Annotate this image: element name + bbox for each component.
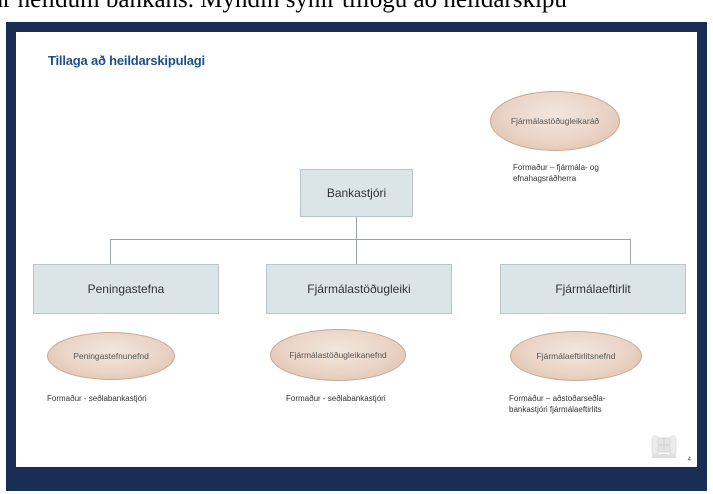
connector-horizontal xyxy=(110,239,630,240)
connector-middle-down xyxy=(356,239,357,264)
committee-note-financial-supervision: Formaður – aðstoðarseðla- bankastjóri fj… xyxy=(509,393,606,415)
advisory-council-note: Formaður – fjármála- og efnahagsráðherra xyxy=(513,162,599,184)
coat-of-arms-logo xyxy=(651,435,677,458)
note-line: Formaður - seðlabankastjóri xyxy=(47,394,147,403)
committee-note-monetary-policy: Formaður - seðlabankastjóri xyxy=(47,393,147,404)
advisory-council-ellipse: Fjármálastöðugleikaráð xyxy=(490,91,620,151)
department-box-financial-supervision: Fjármálaeftirlit xyxy=(500,264,686,314)
page-number: 4 xyxy=(687,457,691,463)
note-line: Formaður - seðlabankastjóri xyxy=(286,394,386,403)
slide: Tillaga að heildarskipulagi Fjármálastöð… xyxy=(16,32,697,467)
connector-root-down xyxy=(356,217,357,240)
document-text: ar heildum bankans. Myndin sýnir tillögu… xyxy=(0,0,567,14)
department-label: Fjármálaeftirlit xyxy=(555,282,631,296)
committee-note-financial-stability: Formaður - seðlabankastjóri xyxy=(286,393,386,404)
committee-ellipse-monetary-policy: Peningastefnunefnd xyxy=(47,332,175,380)
note-line: Formaður – aðstoðarseðla- xyxy=(509,394,606,403)
committee-label: Fjármálaeftirlitsnefnd xyxy=(536,351,616,361)
connector-right-down xyxy=(630,239,631,264)
department-label: Fjármálastöðugleiki xyxy=(307,282,411,296)
department-box-financial-stability: Fjármálastöðugleiki xyxy=(266,264,452,314)
advisory-note-line-2: efnahagsráðherra xyxy=(513,174,577,183)
committee-label: Fjármálastöðugleikanefnd xyxy=(289,350,387,360)
department-box-monetary-policy: Peningastefna xyxy=(33,264,219,314)
advisory-note-line-1: Formaður – fjármála- og xyxy=(513,163,599,172)
committee-ellipse-financial-supervision: Fjármálaeftirlitsnefnd xyxy=(510,331,642,381)
slide-title: Tillaga að heildarskipulagi xyxy=(48,53,205,68)
note-line: bankastjóri fjármálaeftirlits xyxy=(509,405,602,414)
committee-label: Peningastefnunefnd xyxy=(73,351,149,361)
governor-box: Bankastjóri xyxy=(300,169,413,217)
governor-label: Bankastjóri xyxy=(326,186,387,200)
advisory-council-label: Fjármálastöðugleikaráð xyxy=(510,116,600,126)
connector-left-down xyxy=(110,239,111,264)
committee-ellipse-financial-stability: Fjármálastöðugleikanefnd xyxy=(270,329,406,381)
document-text-line: ar heildum bankans. Myndin sýnir tillögu… xyxy=(0,0,713,22)
department-label: Peningastefna xyxy=(87,282,165,296)
